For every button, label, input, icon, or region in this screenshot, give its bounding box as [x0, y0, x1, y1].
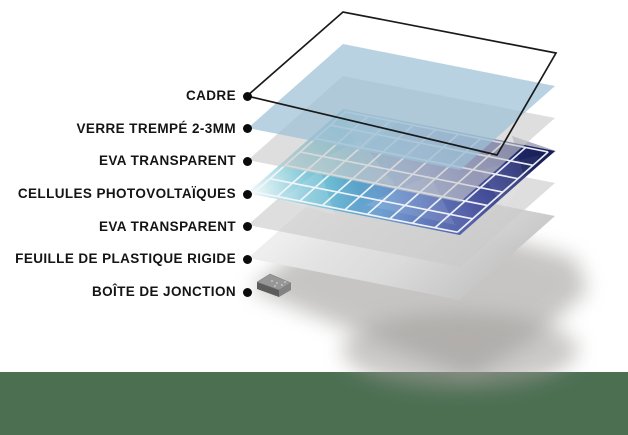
glass-layer	[248, 44, 555, 170]
junction-box	[256, 273, 292, 297]
bottom-background-strip	[0, 372, 628, 435]
frame-outline	[245, 11, 558, 156]
